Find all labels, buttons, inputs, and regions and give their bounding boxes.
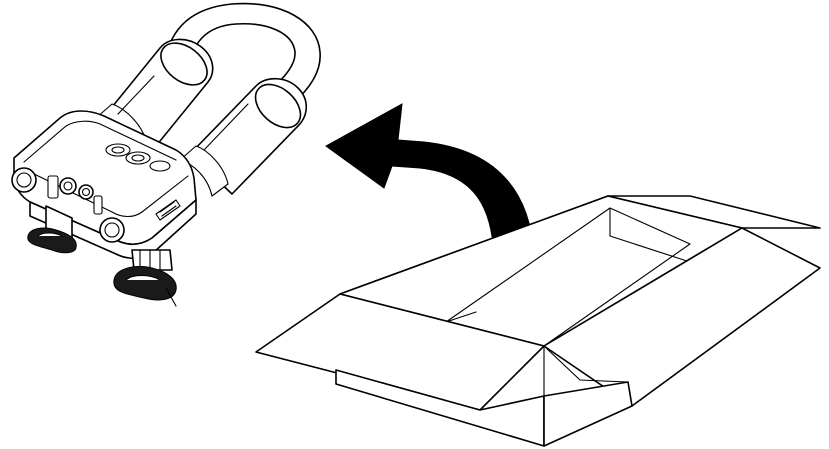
bottom-clamp	[113, 249, 177, 307]
curved-arrow-up-left-icon	[325, 103, 535, 275]
box-body-right	[543, 381, 633, 447]
right-foam-sleeve	[179, 77, 308, 197]
left-clamp	[27, 205, 77, 254]
pump-housing	[11, 110, 197, 260]
pump-unit-with-u-hose-icon	[11, 2, 321, 307]
open-cardboard-box-icon	[255, 195, 821, 447]
